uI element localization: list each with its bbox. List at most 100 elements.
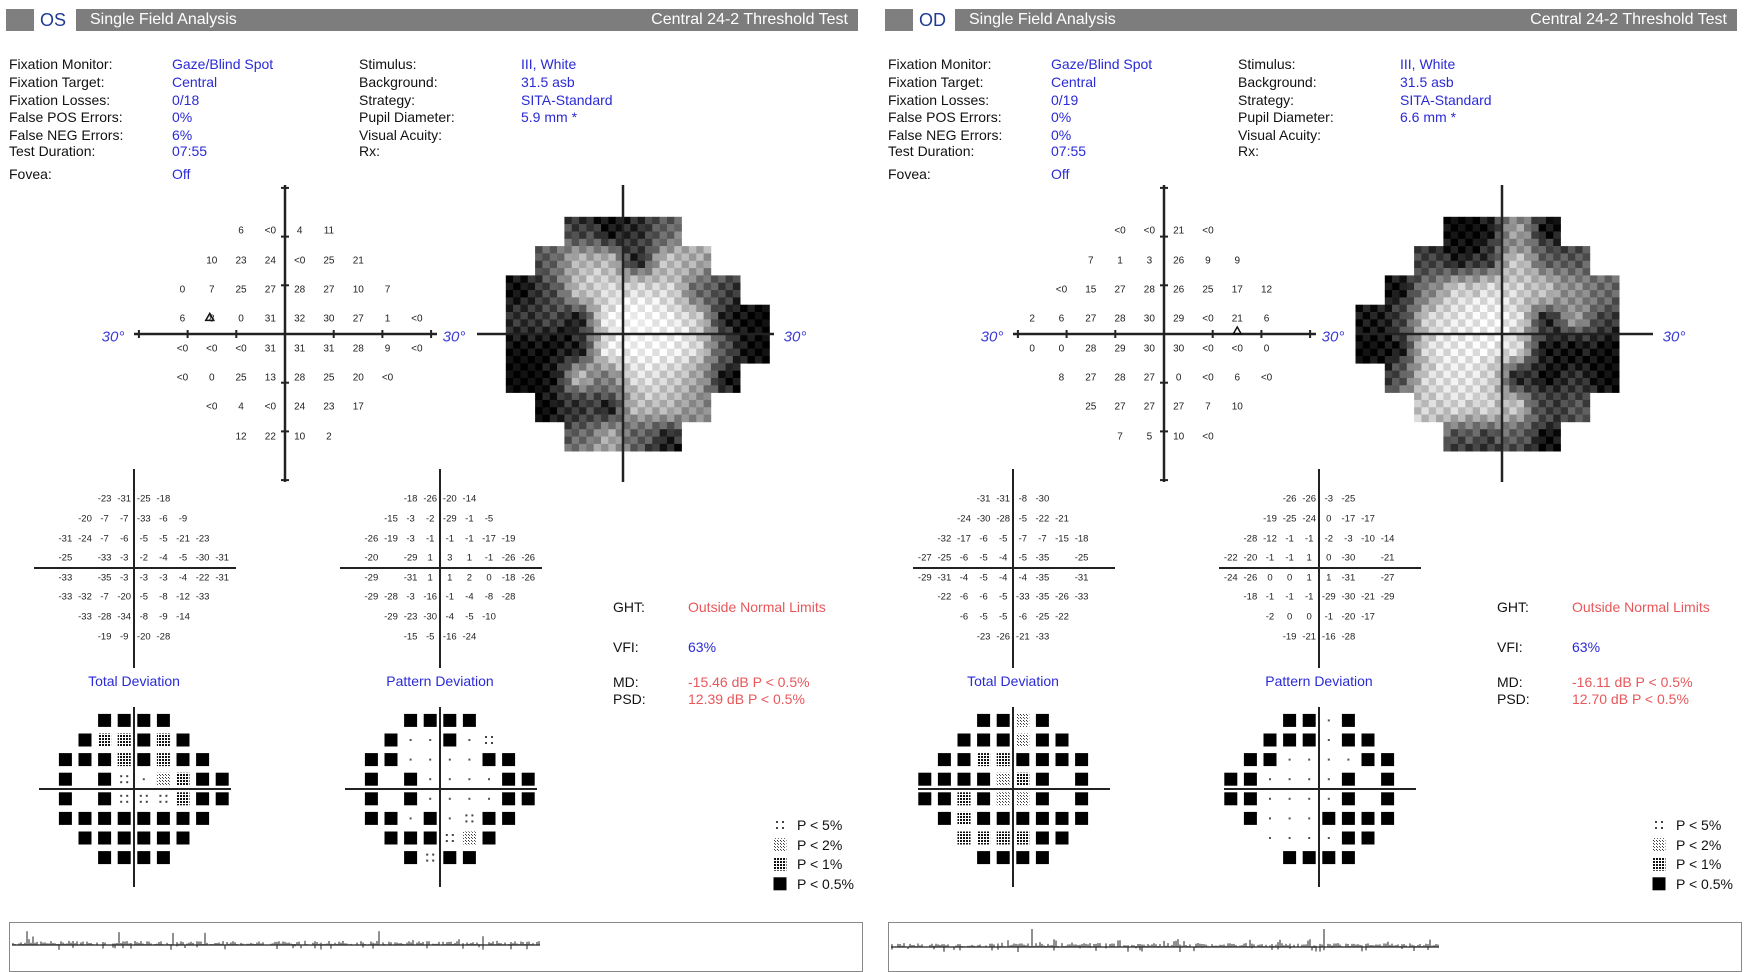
- grayscale-cell: [549, 275, 558, 284]
- grayscale-cell: [681, 246, 690, 254]
- grayscale-cell: [1377, 348, 1386, 357]
- grayscale-cell: [542, 246, 551, 254]
- grayscale-cell: [1567, 363, 1576, 371]
- grayscale-cell: [1450, 407, 1459, 415]
- grayscale-cell: [1480, 304, 1488, 313]
- p-0.5-square-icon: [98, 831, 112, 845]
- grayscale-cell: [1487, 238, 1495, 247]
- grayscale-cell: [1611, 297, 1620, 305]
- grayscale-cell: [644, 429, 653, 437]
- grayscale-cell: [564, 341, 573, 349]
- grayscale-cell: [696, 370, 704, 379]
- grayscale-cell: [1487, 414, 1495, 423]
- grayscale-cell: [740, 312, 748, 320]
- dot: [485, 736, 487, 738]
- total-deviation-value: -8: [139, 611, 149, 623]
- pattern-deviation-value: -29: [1321, 591, 1336, 603]
- p-0.5-square-icon: [404, 713, 418, 727]
- grayscale-cell: [1370, 334, 1378, 342]
- grayscale-cell: [644, 238, 653, 247]
- p-0.5-square-icon: [1283, 851, 1297, 865]
- grayscale-cell: [542, 268, 551, 276]
- grayscale-cell: [1436, 385, 1444, 393]
- grayscale-cell: [1494, 436, 1503, 445]
- grayscale-cell: [666, 399, 675, 408]
- pattern-deviation-value: -28: [384, 591, 398, 603]
- info-label: Fixation Monitor:: [888, 56, 992, 72]
- grayscale-cell: [608, 297, 616, 305]
- grayscale-cell: [1553, 297, 1561, 305]
- grayscale-cell: [688, 326, 697, 335]
- total-deviation-value: -33: [58, 591, 73, 603]
- grayscale-cell: [1516, 392, 1525, 401]
- grayscale-cell: [666, 355, 675, 364]
- grayscale-cell: [623, 216, 631, 225]
- total-deviation-value: -29: [917, 572, 932, 584]
- grayscale-cell: [674, 355, 682, 364]
- info-value: Central: [172, 74, 218, 90]
- legend-label: P < 0.5%: [1676, 875, 1733, 892]
- grayscale-cell: [659, 377, 668, 386]
- grayscale-cell: [1487, 407, 1495, 415]
- legend-label: P < 1%: [797, 856, 843, 873]
- grayscale-cell: [1494, 348, 1503, 357]
- grayscale-cell: [1436, 275, 1444, 284]
- info-label: Visual Acuity:: [359, 127, 443, 143]
- grayscale-cell: [1516, 436, 1525, 445]
- grayscale-cell: [1502, 253, 1510, 262]
- grayscale-cell: [1523, 370, 1532, 379]
- p-0.5-square-icon: [137, 753, 151, 767]
- grayscale-cell: [1509, 377, 1517, 386]
- grayscale-cell: [623, 290, 631, 298]
- grayscale-cell: [1494, 297, 1503, 305]
- grayscale-cell: [601, 260, 609, 269]
- grayscale-cell: [703, 363, 712, 371]
- grayscale-cell: [1443, 275, 1452, 284]
- grayscale-cell: [674, 392, 682, 401]
- grayscale-cell: [601, 377, 609, 386]
- grayscale-cell: [652, 370, 660, 379]
- grayscale-cell: [1450, 370, 1459, 379]
- grayscale-cell: [623, 238, 631, 247]
- threshold-value: 6: [1058, 313, 1065, 325]
- grayscale-cell: [593, 436, 602, 445]
- grayscale-cell: [1458, 429, 1466, 437]
- grayscale-cell: [1472, 363, 1481, 371]
- grayscale-cell: [1575, 407, 1583, 415]
- grayscale-cell: [1531, 370, 1539, 379]
- total-deviation-value: -8: [1018, 493, 1028, 505]
- grayscale-cell: [1531, 377, 1539, 386]
- grayscale-cell: [571, 282, 580, 291]
- p-0.5-square-icon: [1263, 733, 1277, 747]
- p-0.5-square-icon: [215, 772, 229, 786]
- p-2-pattern-icon: [1016, 713, 1030, 727]
- p-0.5-square-icon: [98, 811, 112, 825]
- grayscale-cell: [630, 304, 638, 313]
- total-deviation-value: -15: [1055, 533, 1069, 545]
- grayscale-cell: [1531, 216, 1539, 225]
- p-0.5-square-icon: [1055, 831, 1069, 845]
- threshold-value: 1: [384, 313, 391, 325]
- grayscale-cell: [1392, 290, 1400, 298]
- grayscale-cell: [571, 443, 580, 452]
- grayscale-cell: [542, 355, 551, 364]
- total-deviation-value: -26: [996, 631, 1011, 643]
- grayscale-cell: [571, 348, 580, 357]
- grayscale-cell: [1362, 319, 1371, 327]
- grayscale-cell: [579, 443, 587, 452]
- grayscale-cell: [1560, 385, 1569, 393]
- grayscale-cell: [579, 363, 587, 371]
- p-0.5-square-icon: [937, 753, 951, 767]
- grayscale-cell: [630, 246, 638, 254]
- grayscale-cell: [1414, 377, 1422, 386]
- pattern-deviation-value: 1: [1326, 572, 1332, 584]
- threshold-value: 25: [1202, 284, 1214, 296]
- normal-dot-icon: [1269, 797, 1271, 800]
- legend-label: P < 5%: [797, 817, 843, 833]
- grayscale-cell: [666, 326, 675, 335]
- grayscale-cell: [564, 334, 573, 342]
- grayscale-cell: [615, 246, 624, 254]
- grayscale-cell: [747, 326, 756, 335]
- grayscale-cell: [681, 260, 690, 269]
- grayscale-cell: [608, 326, 616, 335]
